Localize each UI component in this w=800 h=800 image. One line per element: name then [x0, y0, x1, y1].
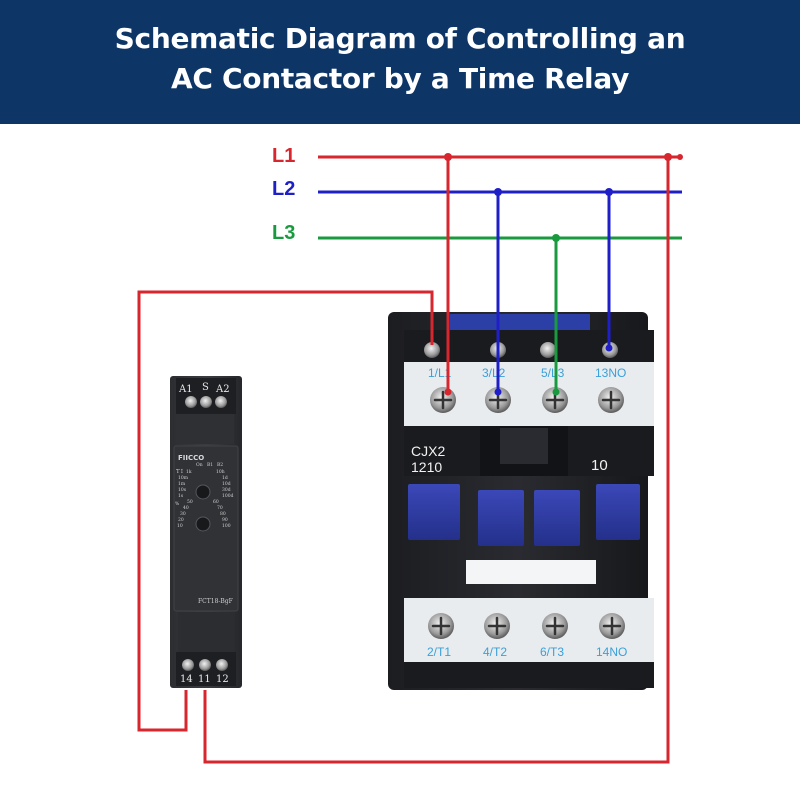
- relay-time-right-2: 10d: [222, 481, 231, 487]
- relay-pct-left-1: 50: [187, 499, 193, 505]
- relay-mode-label-0: T↕: [176, 468, 184, 475]
- relay-screw-s: [200, 396, 212, 408]
- relay-mode-label-2: B1: [207, 462, 213, 468]
- contactor-blue-button-3: [534, 490, 580, 546]
- relay-pct-left-0: %: [175, 501, 180, 507]
- relay-terminal-12: 12: [216, 674, 229, 685]
- contactor-bottom-strip: [404, 662, 654, 688]
- wire-l1-to-11: [203, 157, 670, 764]
- terminal-label-5-l3: 5/L3: [541, 366, 565, 380]
- wire-a1-to-14: [137, 290, 434, 732]
- relay-time-right-0: 10h: [216, 469, 225, 475]
- contactor-screw-top-3: [540, 342, 556, 358]
- contactor-model-line-1: CJX2: [411, 443, 445, 459]
- terminal-label-13no: 13NO: [595, 366, 626, 380]
- contactor-blue-button-1: [408, 484, 460, 540]
- bus-l1-end: [677, 154, 683, 160]
- relay-pct-right-0: 60: [213, 499, 219, 505]
- ac-contactor: 1/L1 3/L2 5/L3 13NO 2/T1 4/T2 6/T3 14NO …: [388, 312, 654, 690]
- terminal-label-1-l1: 1/L1: [428, 366, 452, 380]
- relay-time-left-1: 10m: [178, 475, 189, 481]
- contactor-white-label: [466, 560, 596, 584]
- relay-terminal-a2: A2: [215, 384, 230, 395]
- junction-l1-1: [444, 153, 452, 161]
- relay-time-knob[interactable]: [195, 484, 211, 500]
- relay-pct-right-2: 80: [220, 511, 226, 517]
- relay-pct-left-4: 20: [178, 517, 184, 523]
- relay-bottom-shoulder: [178, 612, 234, 652]
- phase-label-l2: L2: [272, 178, 296, 200]
- contactor-blue-button-4: [596, 484, 640, 540]
- relay-terminal-14: 14: [180, 674, 193, 685]
- terminal-label-4-t2: 4/T2: [483, 645, 507, 659]
- relay-screw-12: [216, 659, 228, 671]
- relay-top-shoulder: [178, 414, 234, 444]
- relay-pct-left-3: 30: [180, 511, 186, 517]
- junction-l2-2: [605, 188, 613, 196]
- relay-time-left-0: 1k: [186, 469, 192, 475]
- junction-l1-2: [664, 153, 672, 161]
- contactor-variant: 10: [591, 457, 608, 474]
- junction-l2-1: [494, 188, 502, 196]
- contactor-blue-button-2: [478, 490, 524, 546]
- relay-screw-a2: [215, 396, 227, 408]
- contactor-screw-top-1: [424, 342, 440, 358]
- relay-time-left-3: 10s: [178, 487, 187, 493]
- relay-pct-right-1: 70: [217, 505, 223, 511]
- relay-time-left-4: 1s: [178, 493, 184, 499]
- relay-pct-left-5: 10: [177, 523, 183, 529]
- contactor-model-line-2: 1210: [411, 459, 442, 475]
- terminal-label-2-t1: 2/T1: [427, 645, 451, 659]
- relay-screw-14: [182, 659, 194, 671]
- terminal-dot-13no: [605, 344, 613, 352]
- terminal-dot-1l1: [444, 388, 452, 396]
- relay-brand: FIICCO: [178, 454, 204, 462]
- header-background: [0, 0, 800, 124]
- terminal-dot-5l3: [552, 388, 560, 396]
- relay-terminal-11: 11: [198, 674, 211, 685]
- relay-model: FCT18-BgF: [198, 598, 233, 605]
- relay-pct-right-3: 90: [222, 517, 228, 523]
- phase-label-l3: L3: [272, 222, 296, 244]
- contactor-window-inner: [500, 428, 548, 464]
- relay-time-right-3: 30d: [222, 487, 231, 493]
- title-banner: Schematic Diagram of Controlling an AC C…: [0, 0, 800, 124]
- terminal-label-14no: 14NO: [596, 645, 627, 659]
- relay-screw-11: [199, 659, 211, 671]
- time-relay: A1 S A2 FIICCO T↕ On B1 B2 1k 10m 1m 10s…: [170, 376, 242, 688]
- relay-mode-label-1: On: [196, 462, 203, 468]
- phase-label-l1: L1: [272, 145, 296, 167]
- relay-terminal-a1: A1: [178, 384, 193, 395]
- relay-percent-knob[interactable]: [195, 516, 211, 532]
- relay-time-left-2: 1m: [178, 481, 186, 487]
- relay-pct-left-2: 40: [183, 505, 189, 511]
- terminal-label-3-l2: 3/L2: [482, 366, 506, 380]
- diagram-title-line-1: Schematic Diagram of Controlling an: [114, 22, 686, 55]
- relay-screw-a1: [185, 396, 197, 408]
- relay-time-right-1: 1d: [222, 475, 228, 481]
- diagram-title-line-2: AC Contactor by a Time Relay: [170, 62, 630, 95]
- relay-time-right-4: 100d: [222, 493, 234, 499]
- relay-terminal-s: S: [202, 382, 209, 393]
- terminal-dot-3l2: [494, 388, 502, 396]
- relay-mode-label-3: B2: [217, 462, 223, 468]
- junction-l3-1: [552, 234, 560, 242]
- terminal-label-6-t3: 6/T3: [540, 645, 564, 659]
- relay-pct-right-4: 100: [222, 523, 231, 529]
